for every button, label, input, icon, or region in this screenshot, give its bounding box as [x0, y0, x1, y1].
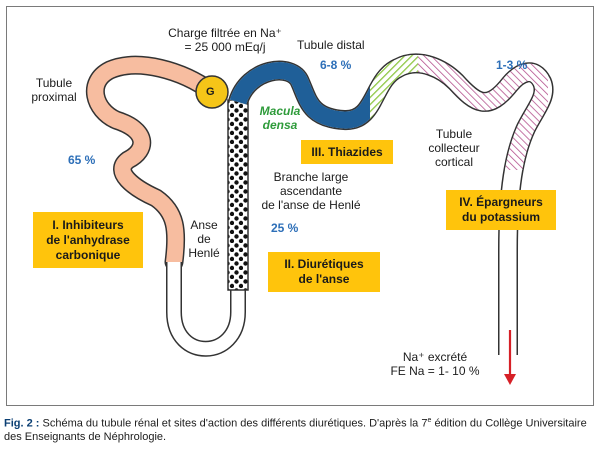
caption-fig-label: Fig. 2 : [4, 417, 40, 430]
macula-densa-label: Macula densa [252, 104, 308, 132]
box-epargneurs-line-1: IV. Épargneurs [459, 195, 543, 209]
proximal-percent: 65 % [68, 153, 96, 167]
branche-line-3: de l'anse de Henlé [261, 198, 361, 212]
collecteur-line-1: Tubule [435, 127, 473, 141]
caption-text-1: Schéma du tubule rénal et sites d'action… [42, 417, 428, 430]
box-inhibiteurs-line-3: carbonique [55, 247, 121, 262]
macula-line-1: Macula [259, 104, 301, 118]
distal-percent: 6-8 % [320, 58, 352, 72]
branche-label: Branche large ascendante de l'anse de He… [258, 170, 364, 212]
caption-sup: e [427, 417, 432, 424]
box-diuretiques-line-2: de l'anse [298, 272, 350, 286]
box-diuretiques-anse: II. Diurétiques de l'anse [268, 252, 380, 292]
charge-label: Charge filtrée en Na⁺ = 25 000 mEq/j [150, 26, 300, 54]
box-inhibiteurs-line-1: I. Inhibiteurs [52, 217, 124, 232]
figure-caption: Fig. 2 : Schéma du tubule rénal et sites… [4, 414, 596, 444]
branche-line-2: ascendante [279, 184, 343, 198]
anse-line-1: Anse [190, 218, 218, 232]
box-diuretiques-line-1: II. Diurétiques [284, 257, 364, 271]
distal-tubule [230, 62, 370, 129]
charge-line-2: = 25 000 mEq/j [184, 40, 266, 54]
collecteur-percent: 1-3 % [496, 58, 528, 72]
anse-label: Anse de Henlé [180, 218, 228, 260]
tubule-proximal-line-2: proximal [31, 90, 77, 104]
anse-line-3: Henlé [188, 246, 220, 260]
thiazide-segment [370, 55, 418, 119]
caption-text-2: édition du Collège Universitaire des Ens… [4, 417, 587, 443]
box-inhibiteurs: I. Inhibiteurs de l'anhydrase carbonique [33, 212, 143, 268]
tubule-proximal-line-1: Tubule [35, 76, 73, 90]
box-epargneurs-line-2: du potassium [461, 210, 540, 224]
collecteur-line-3: cortical [434, 155, 473, 169]
collecteur-line-2: collecteur [428, 141, 480, 155]
glomerulus [195, 75, 229, 109]
collecting-duct-segment [418, 55, 548, 170]
box-thiazides-text: III. Thiazides [311, 144, 383, 159]
na-excrete-label: Na⁺ excrété FE Na = 1- 10 % [372, 350, 498, 378]
box-inhibiteurs-line-2: de l'anhydrase [46, 232, 130, 247]
macula-line-2: densa [262, 118, 298, 132]
branche-line-1: Branche large [273, 170, 349, 184]
tubule-proximal-label: Tubule proximal [22, 76, 86, 104]
excrete-line-1: Na⁺ excrété [402, 350, 468, 364]
tubule-distal-label: Tubule distal [297, 38, 365, 52]
excrete-line-2: FE Na = 1- 10 % [390, 364, 480, 378]
box-thiazides: III. Thiazides [301, 140, 393, 164]
box-epargneurs: IV. Épargneurs du potassium [446, 190, 556, 230]
charge-line-1: Charge filtrée en Na⁺ [168, 26, 282, 40]
branche-percent: 25 % [271, 221, 299, 235]
tubule-collecteur-label: Tubule collecteur cortical [412, 127, 496, 169]
glomerulus-label: G [206, 86, 215, 98]
thick-ascending-limb [227, 99, 249, 291]
anse-line-2: de [197, 232, 211, 246]
